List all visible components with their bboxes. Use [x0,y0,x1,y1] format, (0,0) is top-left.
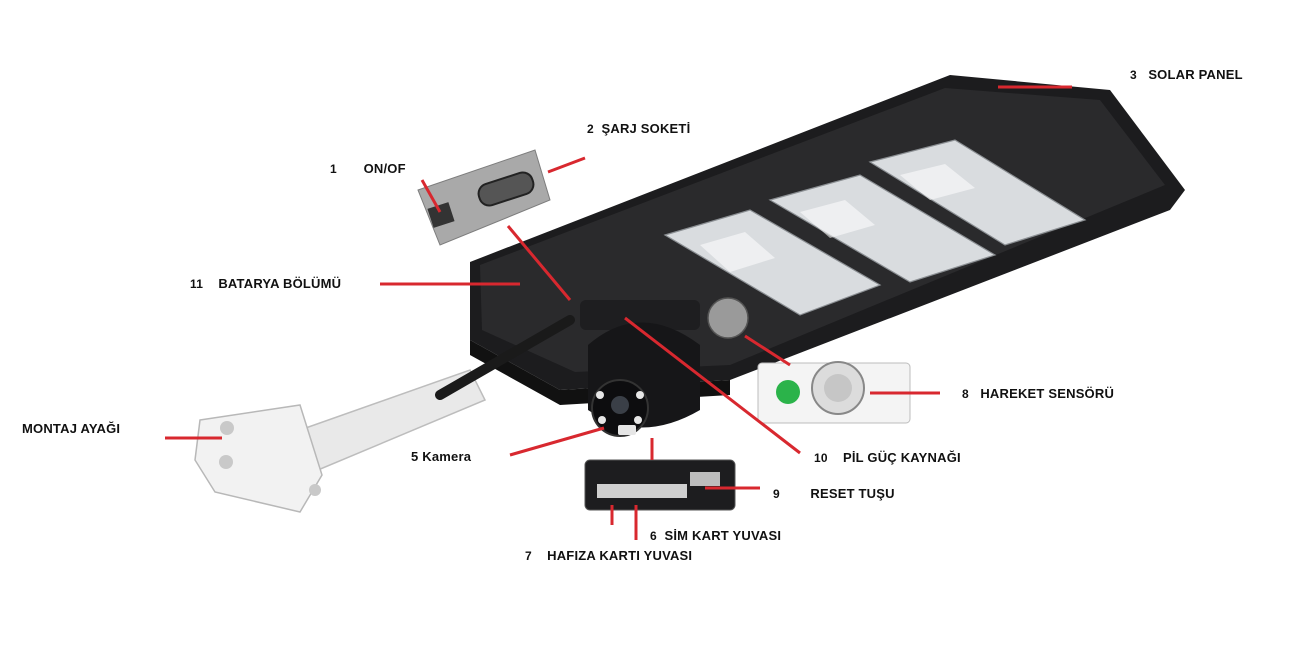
label-camera: 5 Kamera [411,449,472,464]
label-solar-panel: 3 SOLAR PANEL [1130,67,1243,82]
label-battery-compartment: 11 BATARYA BÖLÜMÜ [190,276,342,291]
sensor-inset [757,361,911,424]
slot-inset [584,459,736,511]
camera-unit [435,300,700,437]
label-mount: MONTAJ AYAĞI [22,421,121,436]
label-battery-power: 10 PİL GÜÇ KAYNAĞI [814,450,961,465]
label-memory-slot: 7 HAFIZA KARTI YUVASI [525,548,693,563]
lamp-housing [470,75,1185,405]
label-sim-slot: 6 SİM KART YUVASI [650,528,782,543]
label-motion-sensor: 8 HAREKET SENSÖRÜ [962,386,1115,401]
label-reset-button: 9 RESET TUŞU [773,486,895,501]
leader-lines [165,85,1072,540]
solar-cells [663,139,1087,316]
label-on-off: 1 ON/OF [330,161,406,176]
label-charge-socket: 2 ŞARJ SOKETİ [587,121,691,136]
switch-socket-inset [417,149,551,246]
sensor-dome [707,297,749,339]
